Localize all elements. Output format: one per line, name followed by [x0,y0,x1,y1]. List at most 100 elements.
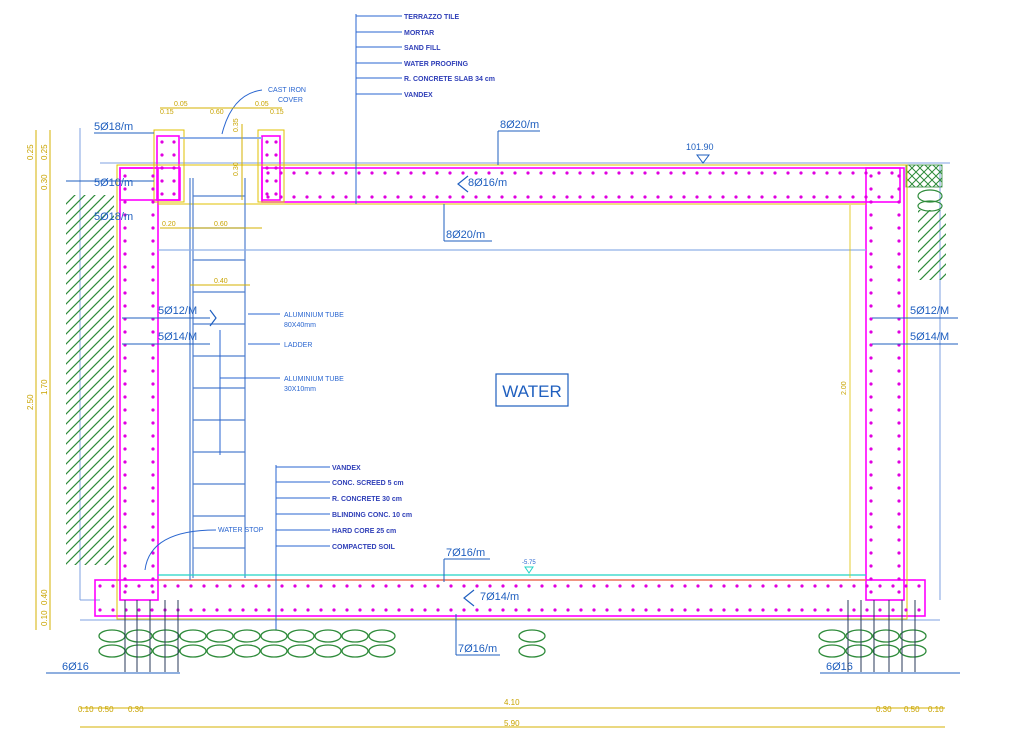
rebar-dot [151,278,155,282]
rebar-dot [618,608,622,612]
rebar-dot [514,584,518,588]
dim-left-6: 0.40 [40,589,49,605]
rebar-dot [897,265,901,269]
rebar-dot [123,434,127,438]
rebar-dot [877,195,881,199]
dim-left-1: 0.25 [26,144,35,160]
rebar-dot [172,192,176,196]
rebar-dot [869,226,873,230]
rebar-dot [306,608,310,612]
rebar-dot [371,584,375,588]
rebar-dot [897,213,901,217]
rebar-dot [897,408,901,412]
rebar-dot [151,356,155,360]
bottom-level-label: -5.75 [522,560,536,566]
rebar-dot [917,608,921,612]
rebar-dot [851,171,855,175]
rebar-dot [579,608,583,612]
rebar-dot [527,608,531,612]
footing-stone [341,629,369,643]
rebar-dot [869,343,873,347]
rebar-dot [869,421,873,425]
soil-left [66,195,114,565]
rebar-dot [151,382,155,386]
rebar-dot [869,278,873,282]
rebar-dot [123,330,127,334]
rebar-dot [800,608,804,612]
rebar-dot [760,195,764,199]
rebar-dot [514,608,518,612]
rebar-dot [228,584,232,588]
rebar-dot [151,395,155,399]
footing-stone [314,629,342,643]
rebar-dot [98,608,102,612]
rebar-dot [605,608,609,612]
rebar-dot [410,584,414,588]
rebar-dot [151,499,155,503]
rebar-dot [696,584,700,588]
footing-stone [368,644,396,658]
rebar-dot [869,330,873,334]
rebar-dot [151,304,155,308]
rebar-dot [891,608,895,612]
rebar-dot [160,153,164,157]
footing-stone [98,644,126,658]
rebar-dot [897,187,901,191]
rebar-dot [513,195,517,199]
rebar-dot [513,171,517,175]
rebar-dot [254,608,258,612]
rebar-chevrons [209,175,475,607]
rebar-dot [669,195,673,199]
rebar-dot [215,608,219,612]
dim-opening-2: 0.15 [160,109,174,116]
rebar-dot [878,584,882,588]
rebar-dot [747,171,751,175]
rebar-dot [897,200,901,204]
footing-stone [872,629,900,643]
rebar-dot [384,608,388,612]
rebar-dot [578,195,582,199]
rebar-dot [682,171,686,175]
rebar-dot [869,291,873,295]
rebar-dot [435,171,439,175]
rebar-dot [123,213,127,217]
rebar-dot [345,584,349,588]
footing-stone [206,629,234,643]
rebar-dot [172,153,176,157]
rebar-dot [748,584,752,588]
rebar-dot [897,369,901,373]
rebar-dot [812,195,816,199]
rebar-dot [683,584,687,588]
rebar-dot [540,584,544,588]
rebar-dot [265,153,269,157]
soil-right [918,210,946,280]
rebar-footing-right: 6Ø16 [826,661,853,673]
rebar-dot [384,584,388,588]
rebar-dot [293,608,297,612]
rebar-dot [670,608,674,612]
rebar-dot [397,584,401,588]
rebar-dot [172,166,176,170]
rebar-dot [123,590,127,594]
dim-opening-5: 0.15 [270,109,284,116]
rebar-dot [436,608,440,612]
rebar-dot [331,195,335,199]
rebar-dot [151,577,155,581]
rebar-dot [897,278,901,282]
rebar-dot [409,171,413,175]
rebar-dot [123,408,127,412]
footing-stone [152,644,180,658]
rebar-dot [151,239,155,243]
rebar-dot [786,171,790,175]
rebar-dot [151,460,155,464]
rebar-dot [488,584,492,588]
rebar-dot [851,195,855,199]
footing-stone [233,629,261,643]
bottom-layer-labels: VANDEX CONC. SCREED 5 cm R. CONCRETE 30 … [332,465,412,551]
rebar-dot [488,608,492,612]
rebar-dot [475,584,479,588]
rebar-dot [869,369,873,373]
rebar-dot [123,577,127,581]
rebar-dot [869,265,873,269]
rebar-dot [630,171,634,175]
